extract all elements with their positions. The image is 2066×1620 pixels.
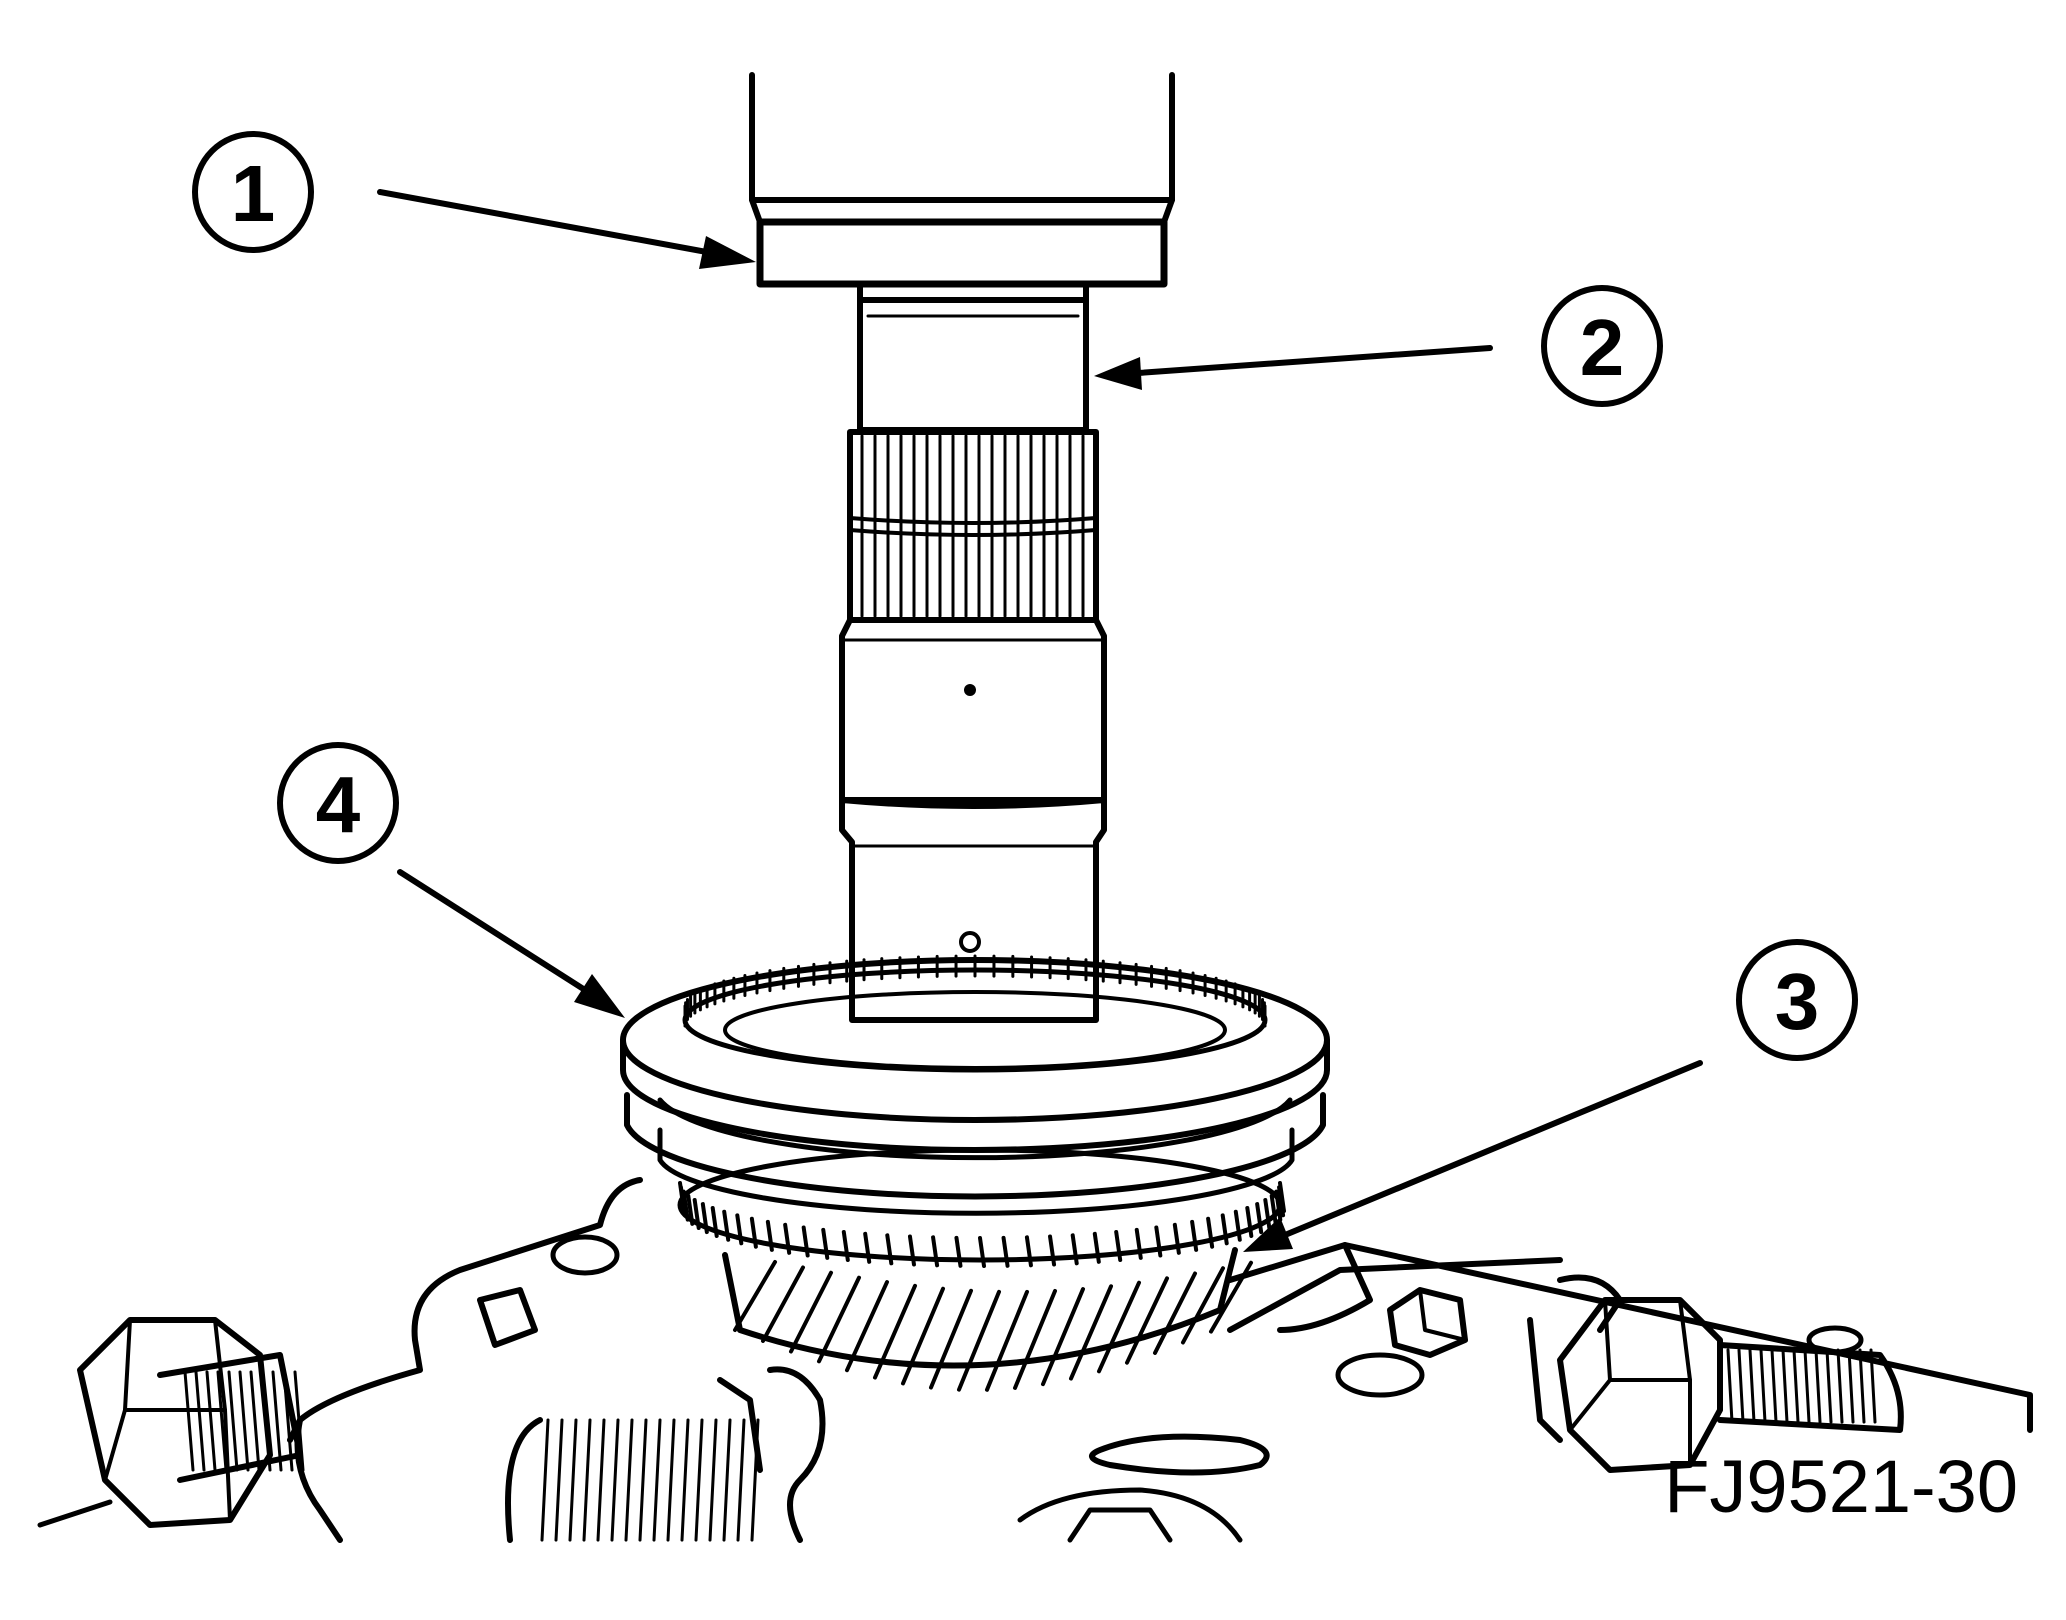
figure-id-label: FJ9521-30 — [1664, 1445, 2018, 1528]
callout-2-number: 2 — [1580, 303, 1625, 392]
callout-3: 3 — [1736, 939, 1858, 1061]
helical-gear — [722, 1247, 1253, 1392]
arrowhead-4 — [574, 974, 625, 1018]
blocker-ring-teeth — [678, 1181, 1286, 1268]
shaft — [839, 281, 1107, 1023]
right-threaded-stud — [1726, 1348, 1877, 1424]
callout-4-number: 4 — [316, 760, 361, 849]
synchronizer-assembly — [620, 954, 1330, 1268]
callout-1: 1 — [192, 131, 314, 253]
arrowhead-1 — [699, 236, 756, 269]
arrowhead-2 — [1094, 357, 1142, 390]
arrowhead-3 — [1243, 1217, 1293, 1252]
callout-1-number: 1 — [231, 149, 276, 238]
callout-3-number: 3 — [1775, 957, 1820, 1046]
shaft-splines — [860, 434, 1085, 618]
press-tool — [749, 72, 1175, 288]
callout-4: 4 — [277, 742, 399, 864]
gear-teeth — [733, 1260, 1253, 1392]
housing-bore-left — [540, 1418, 760, 1542]
leader-arrows — [377, 189, 1703, 1252]
transmission-housing — [37, 1177, 2033, 1543]
callout-2: 2 — [1541, 285, 1663, 407]
